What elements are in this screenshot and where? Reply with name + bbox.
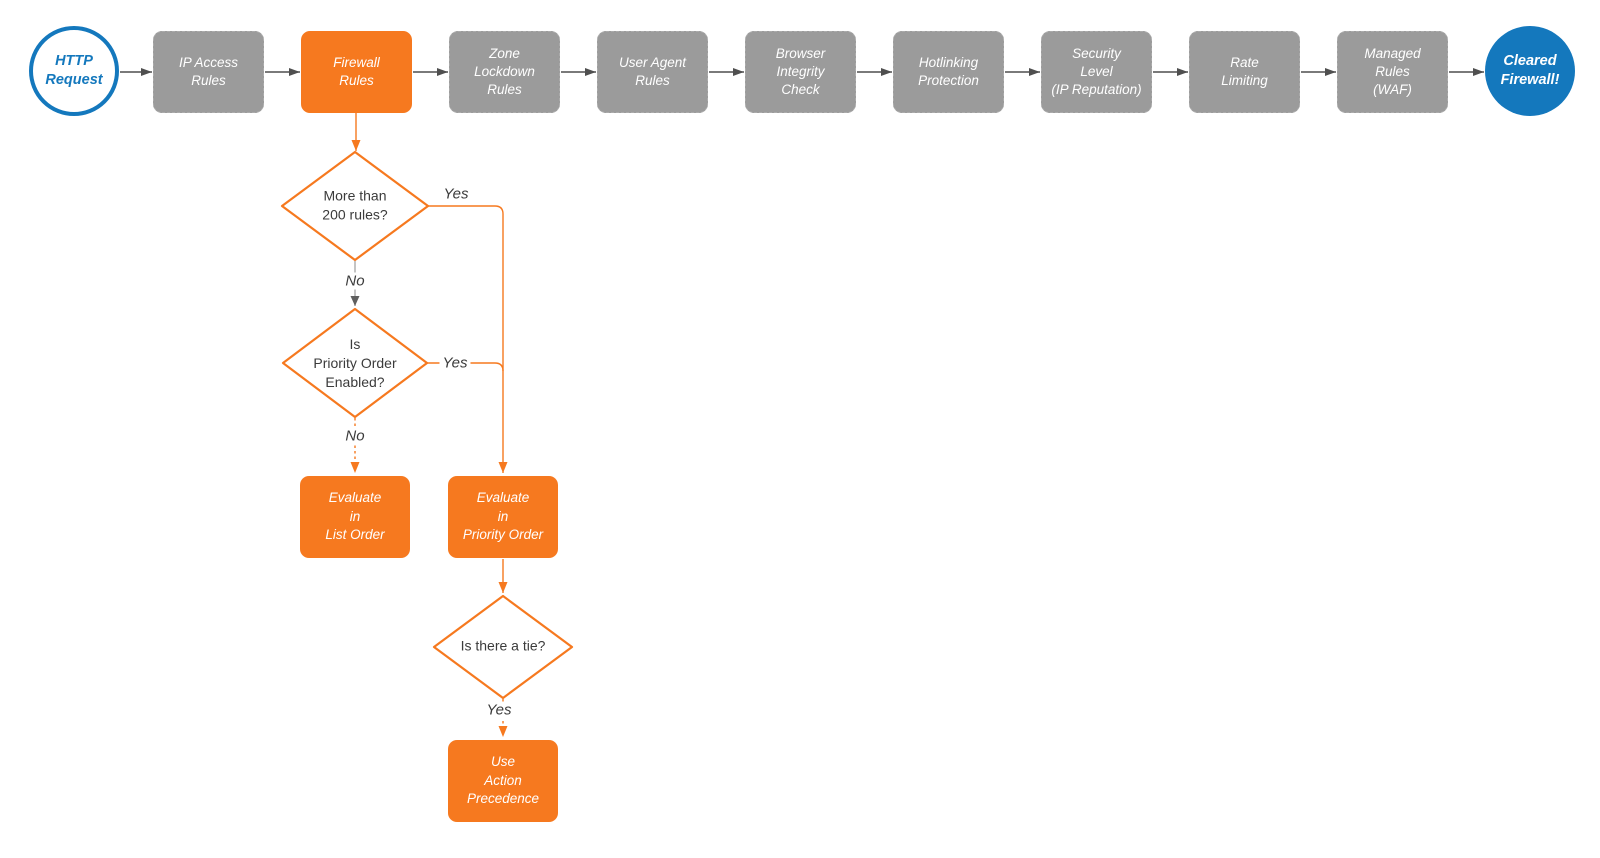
connector-decision2-yes xyxy=(427,362,504,372)
decision-priority-order-enabled-label: Is Priority Order Enabled? xyxy=(313,335,397,390)
stage-browser-integrity-check: Browser Integrity Check xyxy=(745,31,856,113)
end-node-cleared-firewall: Cleared Firewall! xyxy=(1485,26,1575,116)
outcome-evaluate-in-priority-order: Evaluate in Priority Order xyxy=(448,476,558,558)
edge-label-no-more-than-200: No xyxy=(342,272,368,290)
decision-more-than-200-rules-label: More than 200 rules? xyxy=(322,187,388,222)
stage-zone-lockdown-rules: Zone Lockdown Rules xyxy=(449,31,560,113)
edge-label-yes-priority-enabled: Yes xyxy=(439,354,471,372)
stage-firewall-rules: Firewall Rules xyxy=(301,31,412,113)
outcome-evaluate-in-list-order: Evaluate in List Order xyxy=(300,476,410,558)
edge-label-yes-more-than-200: Yes xyxy=(440,185,472,203)
stage-user-agent-rules: User Agent Rules xyxy=(597,31,708,113)
connector-decision1-yes xyxy=(428,205,508,473)
decision-is-there-a-tie-label: Is there a tie? xyxy=(460,637,546,654)
edge-label-yes-tie: Yes xyxy=(483,701,515,719)
decision-more-than-200-rules xyxy=(280,150,430,262)
stage-security-level: Security Level (IP Reputation) xyxy=(1041,31,1152,113)
stage-rate-limiting: Rate Limiting xyxy=(1189,31,1300,113)
stage-ip-access-rules: IP Access Rules xyxy=(153,31,264,113)
stage-hotlinking-protection: Hotlinking Protection xyxy=(893,31,1004,113)
outcome-use-action-precedence: Use Action Precedence xyxy=(448,740,558,822)
edge-label-no-priority-enabled: No xyxy=(342,427,368,445)
decision-is-there-a-tie xyxy=(432,594,574,700)
stage-managed-rules-waf: Managed Rules (WAF) xyxy=(1337,31,1448,113)
decision-priority-order-enabled xyxy=(281,307,429,419)
start-node-http-request: HTTP Request xyxy=(29,26,119,116)
